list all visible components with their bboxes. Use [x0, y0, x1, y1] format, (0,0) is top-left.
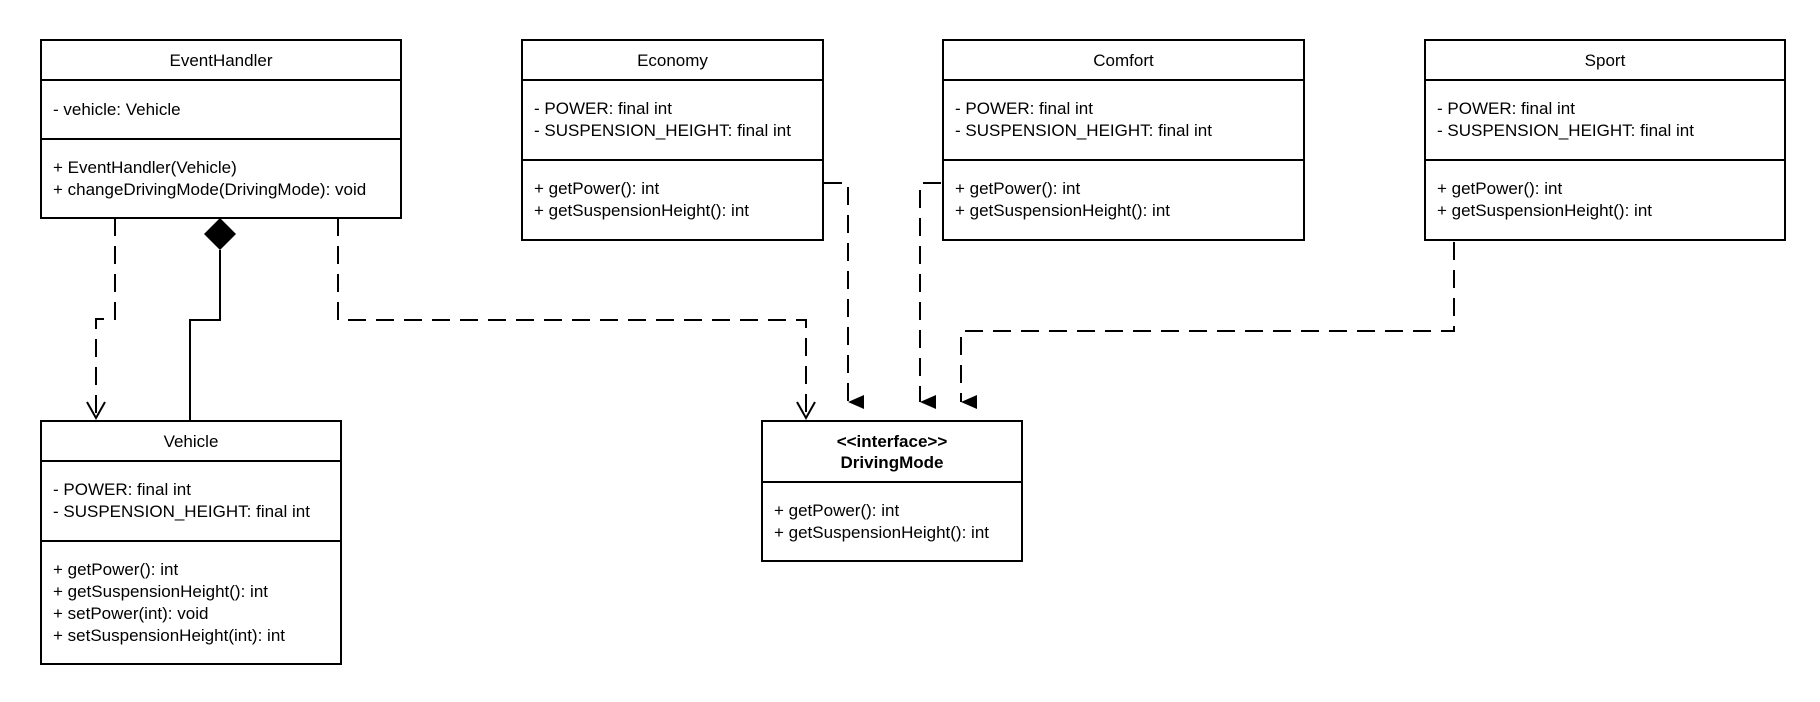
dependency-eventhandler-vehicle [86, 218, 116, 421]
class-vehicle[interactable]: Vehicle - POWER: final int - SUSPENSION_… [40, 420, 342, 665]
method: + getSuspensionHeight(): int [1437, 201, 1652, 220]
dependency-eventhandler-drivingmode [337, 218, 816, 421]
methods-section: + getPower(): int + getSuspensionHeight(… [1426, 161, 1784, 239]
attribute: - SUSPENSION_HEIGHT: final int [534, 121, 791, 140]
methods-section: + EventHandler(Vehicle) + changeDrivingM… [42, 140, 400, 217]
attribute: - POWER: final int [534, 99, 672, 118]
method: + EventHandler(Vehicle) [53, 157, 237, 177]
method: + getPower(): int [955, 179, 1081, 198]
attribute: - vehicle: Vehicle [53, 99, 181, 119]
method: + setSuspensionHeight(int): int [53, 625, 285, 645]
attribute: - POWER: final int [53, 480, 191, 499]
realization-economy-drivingmode [824, 182, 864, 409]
method: + getSuspensionHeight(): int [955, 201, 1170, 220]
attribute: - SUSPENSION_HEIGHT: final int [1437, 121, 1694, 140]
method: + getSuspensionHeight(): int [774, 522, 989, 542]
class-comfort[interactable]: Comfort - POWER: final int - SUSPENSION_… [942, 39, 1305, 241]
filled-diamond [204, 218, 236, 250]
stereotype-label: <<interface>> [836, 431, 948, 451]
class-name: Vehicle [42, 422, 340, 462]
methods-section: + getPower(): int + getSuspensionHeight(… [523, 161, 822, 239]
attribute: - SUSPENSION_HEIGHT: final int [53, 502, 310, 521]
method: + getPower(): int [774, 500, 900, 520]
class-name: EventHandler [42, 41, 400, 81]
class-sport[interactable]: Sport - POWER: final int - SUSPENSION_HE… [1424, 39, 1786, 241]
class-name-text: Economy [637, 50, 708, 70]
method: + getPower(): int [1437, 179, 1563, 198]
method: + getPower(): int [534, 179, 660, 198]
method: + getSuspensionHeight(): int [53, 581, 268, 601]
attributes-section: - POWER: final int - SUSPENSION_HEIGHT: … [523, 81, 822, 161]
interface-drivingmode[interactable]: <<interface>> DrivingMode + getPower(): … [761, 420, 1023, 562]
methods-section: + getPower(): int + getSuspensionHeight(… [763, 483, 1021, 560]
class-name: Economy [523, 41, 822, 81]
realization-sport-drivingmode [960, 242, 1455, 409]
attributes-section: - POWER: final int - SUSPENSION_HEIGHT: … [944, 81, 1303, 161]
open-arrowhead [86, 401, 106, 421]
attributes-section: - POWER: final int - SUSPENSION_HEIGHT: … [1426, 81, 1784, 161]
class-eventhandler[interactable]: EventHandler - vehicle: Vehicle + EventH… [40, 39, 402, 219]
attribute: - POWER: final int [1437, 99, 1575, 118]
method: + setPower(int): void [53, 603, 209, 623]
attributes-section: - POWER: final int - SUSPENSION_HEIGHT: … [42, 462, 340, 542]
class-economy[interactable]: Economy - POWER: final int - SUSPENSION_… [521, 39, 824, 241]
realization-comfort-drivingmode [919, 182, 941, 409]
methods-section: + getPower(): int + getSuspensionHeight(… [944, 161, 1303, 239]
class-name-text: Vehicle [163, 431, 219, 451]
attributes-section: - vehicle: Vehicle [42, 81, 400, 140]
class-name: Comfort [944, 41, 1303, 81]
attribute: - POWER: final int [955, 99, 1093, 118]
method: + changeDrivingMode(DrivingMode): void [53, 179, 367, 199]
class-name-text: Comfort [1093, 50, 1154, 70]
interface-name-text: DrivingMode [840, 452, 944, 472]
attribute: - SUSPENSION_HEIGHT: final int [955, 121, 1212, 140]
class-name-text: EventHandler [169, 50, 273, 70]
method: + getSuspensionHeight(): int [534, 201, 749, 220]
interface-name: <<interface>> DrivingMode [763, 422, 1021, 483]
open-arrowhead [796, 401, 816, 421]
class-name-text: Sport [1584, 50, 1626, 70]
methods-section: + getPower(): int + getSuspensionHeight(… [42, 542, 340, 663]
method: + getPower(): int [53, 559, 179, 579]
class-name: Sport [1426, 41, 1784, 81]
composition-eventhandler-vehicle [189, 218, 236, 420]
